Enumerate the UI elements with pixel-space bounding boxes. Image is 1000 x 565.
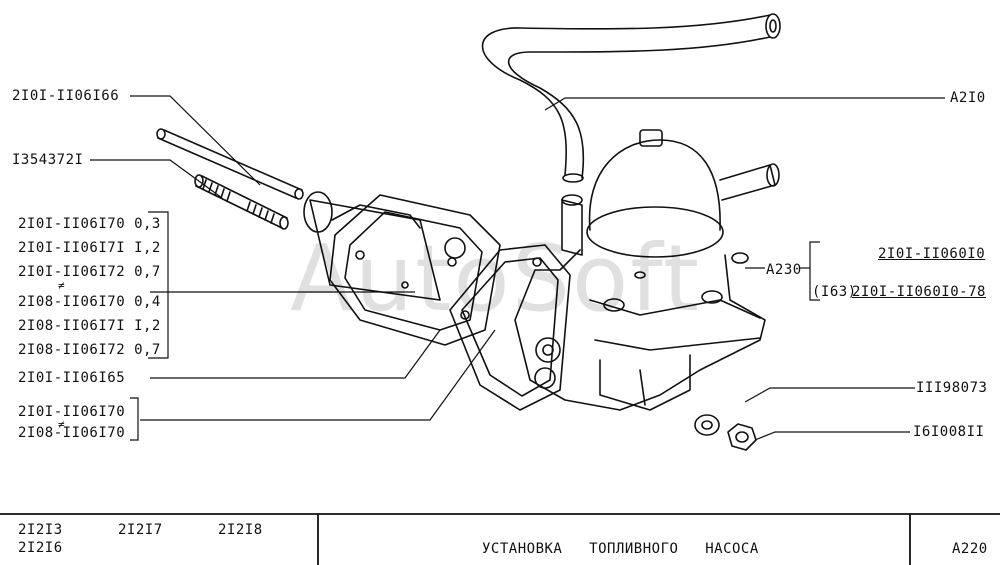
watermark: AutoSoft xyxy=(290,225,702,332)
part-label-pump: A230 xyxy=(766,262,802,278)
part-label-gasket-4: 2I08-II06I70 0,4 xyxy=(18,294,161,310)
part-label-spacer: 2I0I-II06I65 xyxy=(18,370,126,386)
part-label-gasket-a: 2I0I-II06I70 xyxy=(18,404,126,420)
part-label-stud: I354372I xyxy=(12,152,84,168)
part-label-push-rod: 2I0I-II06I66 xyxy=(12,88,120,104)
washer xyxy=(694,414,720,436)
not-equal-mark: ≠ xyxy=(58,418,66,431)
part-label-washer: III98073 xyxy=(916,380,988,396)
stud xyxy=(194,174,289,230)
part-label-gasket-b: 2I08-II06I70 xyxy=(18,425,126,441)
part-label-pump-variant-2: 2I0I-II060I0-78 xyxy=(852,284,986,300)
model-code: 2I2I7 xyxy=(118,522,163,538)
part-label-gasket-5: 2I08-II06I7I I,2 xyxy=(18,318,161,334)
push-rod xyxy=(156,128,304,200)
nut xyxy=(727,423,757,451)
model-code: 2I2I8 xyxy=(218,522,263,538)
fuel-pump xyxy=(514,129,780,411)
not-equal-mark: ≠ xyxy=(58,279,66,292)
model-code: 2I2I6 xyxy=(18,540,63,556)
part-label-gasket-3: 2I0I-II06I72 0,7 xyxy=(18,264,161,280)
part-label-pump-variant-1: 2I0I-II060I0 xyxy=(878,246,986,262)
part-label-gasket-6: 2I08-II06I72 0,7 xyxy=(18,342,161,358)
fuel-hose xyxy=(481,13,781,183)
part-label-hose: A2I0 xyxy=(950,90,986,106)
part-label-gasket-2: 2I0I-II06I7I I,2 xyxy=(18,240,161,256)
part-label-gasket-1: 2I0I-II06I70 0,3 xyxy=(18,216,161,232)
drawing-title: УСТАНОВКА ТОПЛИВНОГО НАСОСА xyxy=(482,541,759,557)
leader-lines xyxy=(90,95,945,441)
part-label-pump-variant-prefix: (I63) xyxy=(812,284,857,300)
model-code: 2I2I3 xyxy=(18,522,63,538)
gasket-front xyxy=(329,194,501,346)
drawing-code: A220 xyxy=(952,541,988,557)
title-block-frame xyxy=(0,513,1000,565)
gasket-rear xyxy=(449,244,571,411)
part-label-nut: I6I008II xyxy=(913,424,985,440)
